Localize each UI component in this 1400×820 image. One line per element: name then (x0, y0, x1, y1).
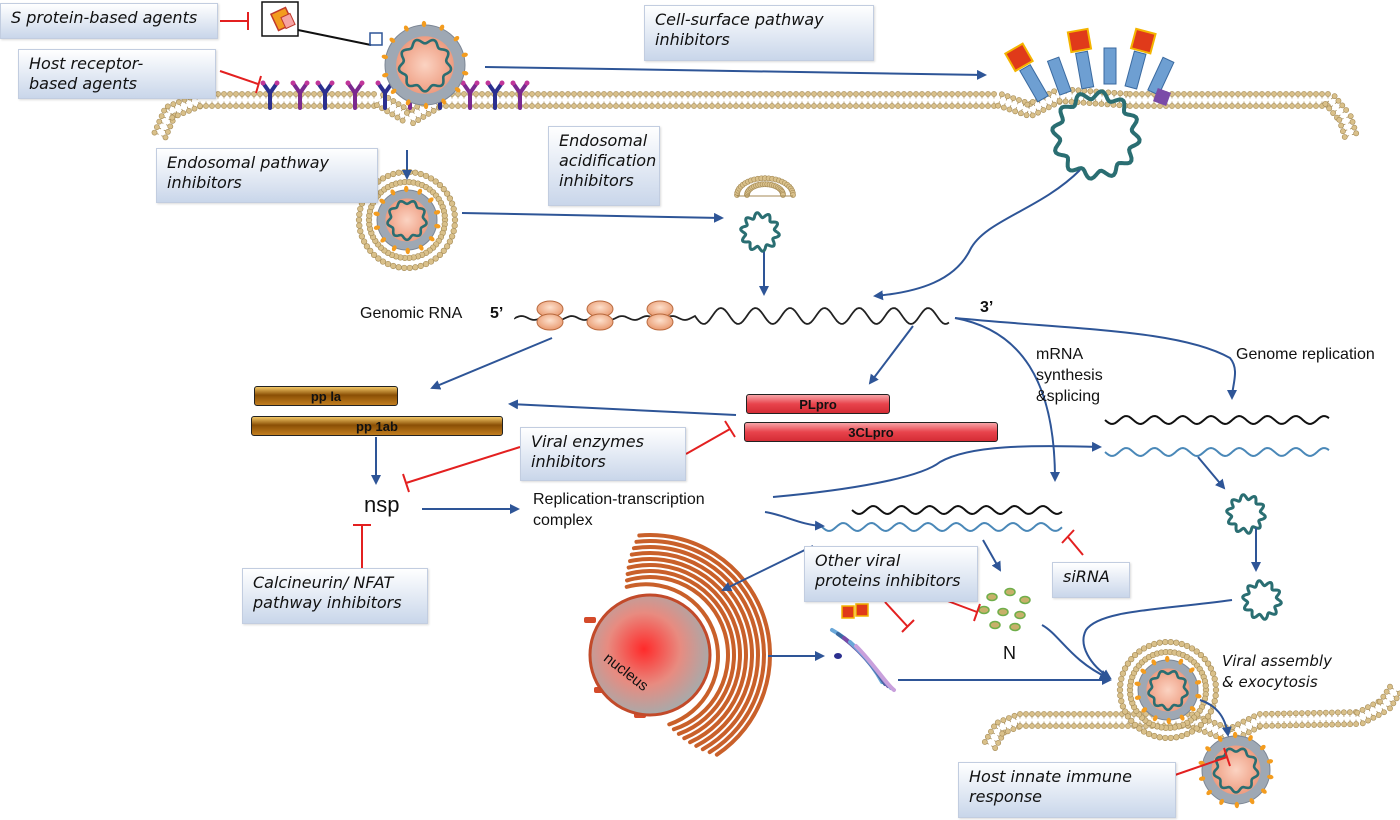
five-prime-label: 5’ (490, 305, 504, 322)
rtc-label: Replication-transcription complex (533, 491, 705, 529)
plpro-bar: PLpro (746, 394, 890, 414)
plasma-membrane-bottom (981, 683, 1400, 751)
pathway-arrows (371, 66, 1261, 737)
callout-endosomal-pathway: Endosomal pathway inhibitors (156, 148, 378, 203)
callout-s-protein: S protein-based agents (0, 3, 218, 39)
genomic-rna-label: Genomic RNA (360, 305, 463, 322)
genome-replication-label: Genome replication (1236, 346, 1375, 363)
callout-innate-immune: Host innate immune response (958, 762, 1176, 818)
callout-sirna: siRNA (1052, 562, 1130, 598)
replication-strands (1104, 414, 1330, 458)
uncoated-vesicle (734, 175, 796, 253)
s-protein-icon (261, 1, 383, 46)
callout-viral-enzymes-text: Viral enzymes inhibitors (531, 432, 644, 471)
callout-innate-immune-text: Host innate immune response (969, 767, 1132, 806)
callout-s-protein-text: S protein-based agents (11, 8, 198, 27)
pp1a-bar: pp la (254, 386, 398, 406)
virion-binding (381, 20, 469, 110)
exocytosed-virion (1198, 731, 1274, 809)
callout-other-viral: Other viral proteins inhibitors (804, 546, 978, 602)
golgi-apparatus (830, 603, 896, 692)
assembly-label: Viral assembly & exocytosis (1222, 652, 1332, 691)
nsp-label: nsp (364, 492, 400, 517)
3clpro-bar: 3CLpro (744, 422, 998, 442)
surface-fusion-complex (1003, 27, 1175, 181)
mrna-label: mRNA synthesis &splicing (1036, 346, 1103, 405)
n-protein-label: N (1003, 643, 1016, 663)
nucleus-icon (588, 593, 712, 717)
callout-cell-surface: Cell-surface pathway inhibitors (644, 5, 874, 61)
free-rna-circles (1225, 493, 1283, 621)
callout-other-viral-text: Other viral proteins inhibitors (815, 551, 961, 590)
callout-host-receptor: Host receptor- based agents (18, 49, 216, 99)
endosome-virion (355, 168, 459, 272)
three-prime-label: 3’ (980, 299, 994, 316)
pp1ab-bar: pp 1ab (251, 416, 503, 436)
callout-calcineurin: Calcineurin/ NFAT pathway inhibitors (242, 568, 428, 624)
mrna-strands (821, 504, 1063, 533)
callout-endosomal-acid-text: Endosomal acidification inhibitors (559, 131, 657, 190)
assembled-virion (1116, 638, 1220, 742)
callout-sirna-text: siRNA (1063, 567, 1110, 586)
n-proteins (978, 587, 1031, 632)
endoplasmic-reticulum (584, 533, 772, 757)
callout-endosomal-acid: Endosomal acidification inhibitors (548, 126, 660, 206)
callout-cell-surface-text: Cell-surface pathway inhibitors (655, 10, 824, 49)
inhibition-lines (219, 12, 1231, 776)
genomic-rna-strand (514, 300, 950, 331)
callout-viral-enzymes: Viral enzymes inhibitors (520, 427, 686, 481)
plasma-membrane-left (151, 86, 1360, 141)
callout-host-receptor-text: Host receptor- based agents (29, 54, 144, 93)
callout-calcineurin-text: Calcineurin/ NFAT pathway inhibitors (253, 573, 402, 612)
callout-endosomal-pathway-text: Endosomal pathway inhibitors (167, 153, 329, 192)
